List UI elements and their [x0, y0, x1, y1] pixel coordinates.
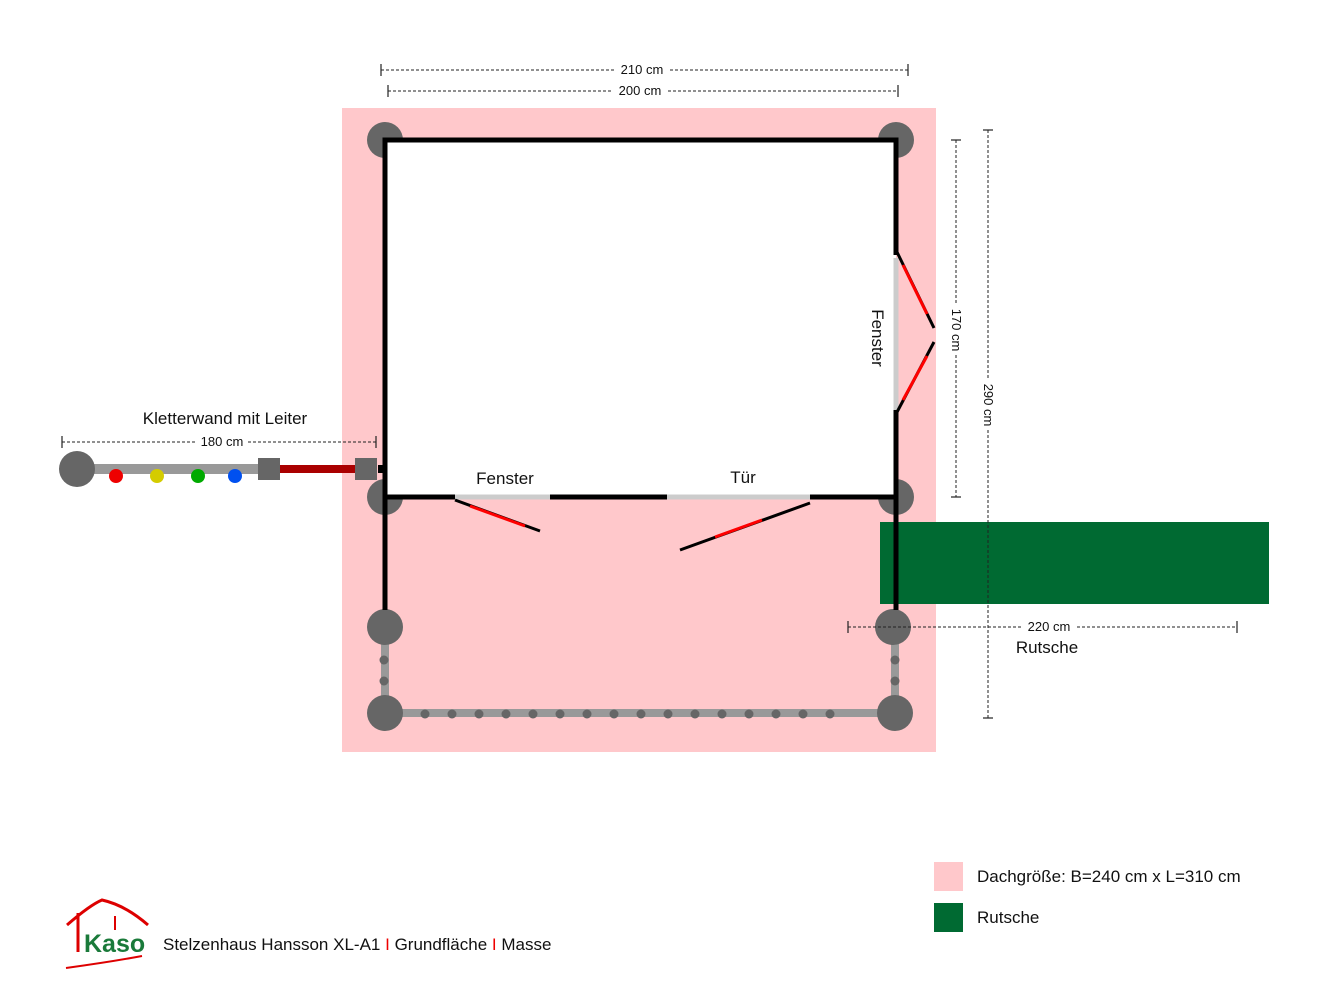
label-slide: Rutsche: [1016, 638, 1078, 657]
railing-dot: [890, 676, 900, 686]
railing-dot: [690, 709, 700, 719]
label-window-right: Fenster: [868, 309, 887, 367]
kaso-logo: Kaso: [65, 898, 149, 969]
dim-depth-outer: 290 cm: [981, 384, 996, 427]
railing-dot: [555, 709, 565, 719]
railing-dot: [798, 709, 808, 719]
railing-dot: [890, 655, 900, 665]
footer-title: Stelzenhaus Hansson XL-A1 I Grundfläche …: [163, 935, 551, 954]
shutters: [454, 249, 936, 552]
legend-roof: Dachgröße: B=240 cm x L=310 cm: [977, 867, 1241, 886]
railing-dot: [609, 709, 619, 719]
dim-width-outer: 210 cm: [621, 62, 664, 77]
house-interior: [385, 140, 896, 497]
railing-dot: [582, 709, 592, 719]
legend-swatch-roof: [934, 862, 963, 891]
railing-dot: [379, 655, 389, 665]
railing-dot: [528, 709, 538, 719]
legend-slide: Rutsche: [977, 908, 1039, 927]
walls: [382, 137, 899, 610]
railing-dot: [501, 709, 511, 719]
railing-dot: [447, 709, 457, 719]
dim-depth-inner: 170 cm: [949, 309, 964, 352]
label-door: Tür: [730, 468, 756, 487]
railing-dot: [663, 709, 673, 719]
dimension-lines: [61, 64, 1238, 719]
label-climbing-wall: Kletterwand mit Leiter: [143, 409, 308, 428]
label-window-front: Fenster: [476, 469, 534, 488]
slide: [880, 522, 1269, 604]
railing-dot: [474, 709, 484, 719]
climbing-wall: [59, 451, 386, 487]
railing-dot: [717, 709, 727, 719]
railing-dot: [771, 709, 781, 719]
railing-dot: [825, 709, 835, 719]
dim-slide: 220 cm: [1028, 619, 1071, 634]
dim-width-inner: 200 cm: [619, 83, 662, 98]
railing-dot: [744, 709, 754, 719]
logo-text: Kaso: [84, 930, 145, 958]
railing-dots: [379, 655, 900, 719]
dim-climbing-wall: 180 cm: [201, 434, 244, 449]
railing-dot: [420, 709, 430, 719]
legend-swatch-slide: [934, 903, 963, 932]
openings: [455, 258, 899, 500]
railing-dot: [379, 676, 389, 686]
railing-dot: [636, 709, 646, 719]
